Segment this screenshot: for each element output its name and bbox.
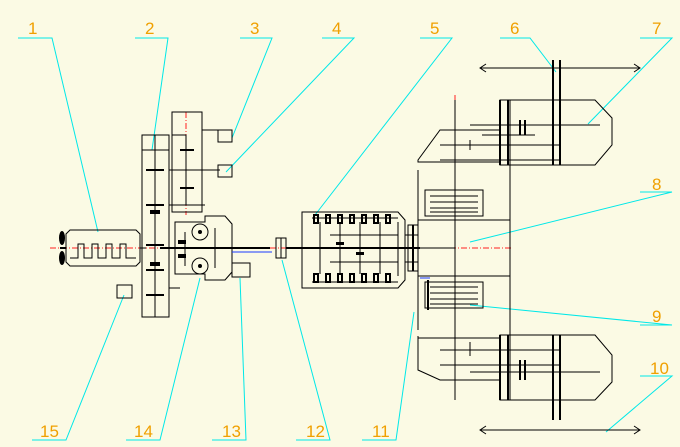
leader-8: [469, 191, 673, 243]
label-12: 12: [306, 422, 325, 441]
leader-9: [469, 304, 673, 326]
pumps: [217, 129, 233, 178]
leader-13: [212, 277, 247, 441]
label-10: 10: [650, 359, 669, 378]
label-5: 5: [430, 19, 439, 38]
leader-2: [135, 37, 169, 151]
leader-12: [281, 259, 331, 441]
upper-final-drive: [417, 60, 641, 166]
clutch-box: [160, 215, 272, 281]
coupling: [275, 237, 302, 259]
leader-1: [18, 37, 99, 233]
label-14: 14: [134, 422, 153, 441]
leader-11: [362, 311, 415, 441]
transfer-case: [141, 134, 170, 318]
leader-14: [126, 277, 201, 441]
part-13-box: [231, 262, 251, 278]
gearbox: [301, 211, 420, 289]
engine: [59, 229, 146, 267]
label-4: 4: [332, 19, 341, 38]
part-labels: 1 2 3 4 5 6 7 8 9 10 11 12 13 14 15: [28, 19, 669, 441]
leader-5: [314, 37, 454, 216]
label-7: 7: [652, 19, 661, 38]
leader-15: [32, 294, 125, 441]
label-8: 8: [652, 175, 661, 194]
label-1: 1: [28, 19, 37, 38]
lower-final-drive: [417, 334, 641, 435]
upper-drive: [169, 111, 220, 289]
leader-lines: [18, 37, 674, 441]
part-15-box: [116, 284, 133, 299]
leader-3: [231, 37, 273, 139]
label-3: 3: [250, 19, 259, 38]
leader-10: [605, 375, 674, 433]
label-13: 13: [222, 422, 241, 441]
label-11: 11: [372, 422, 390, 441]
label-2: 2: [145, 19, 154, 38]
label-15: 15: [40, 422, 59, 441]
leader-4: [225, 37, 356, 173]
final-drive-link: [407, 170, 455, 330]
label-9: 9: [652, 307, 661, 326]
label-6: 6: [510, 19, 519, 38]
leader-7: [587, 37, 674, 125]
leader-6: [500, 37, 557, 73]
